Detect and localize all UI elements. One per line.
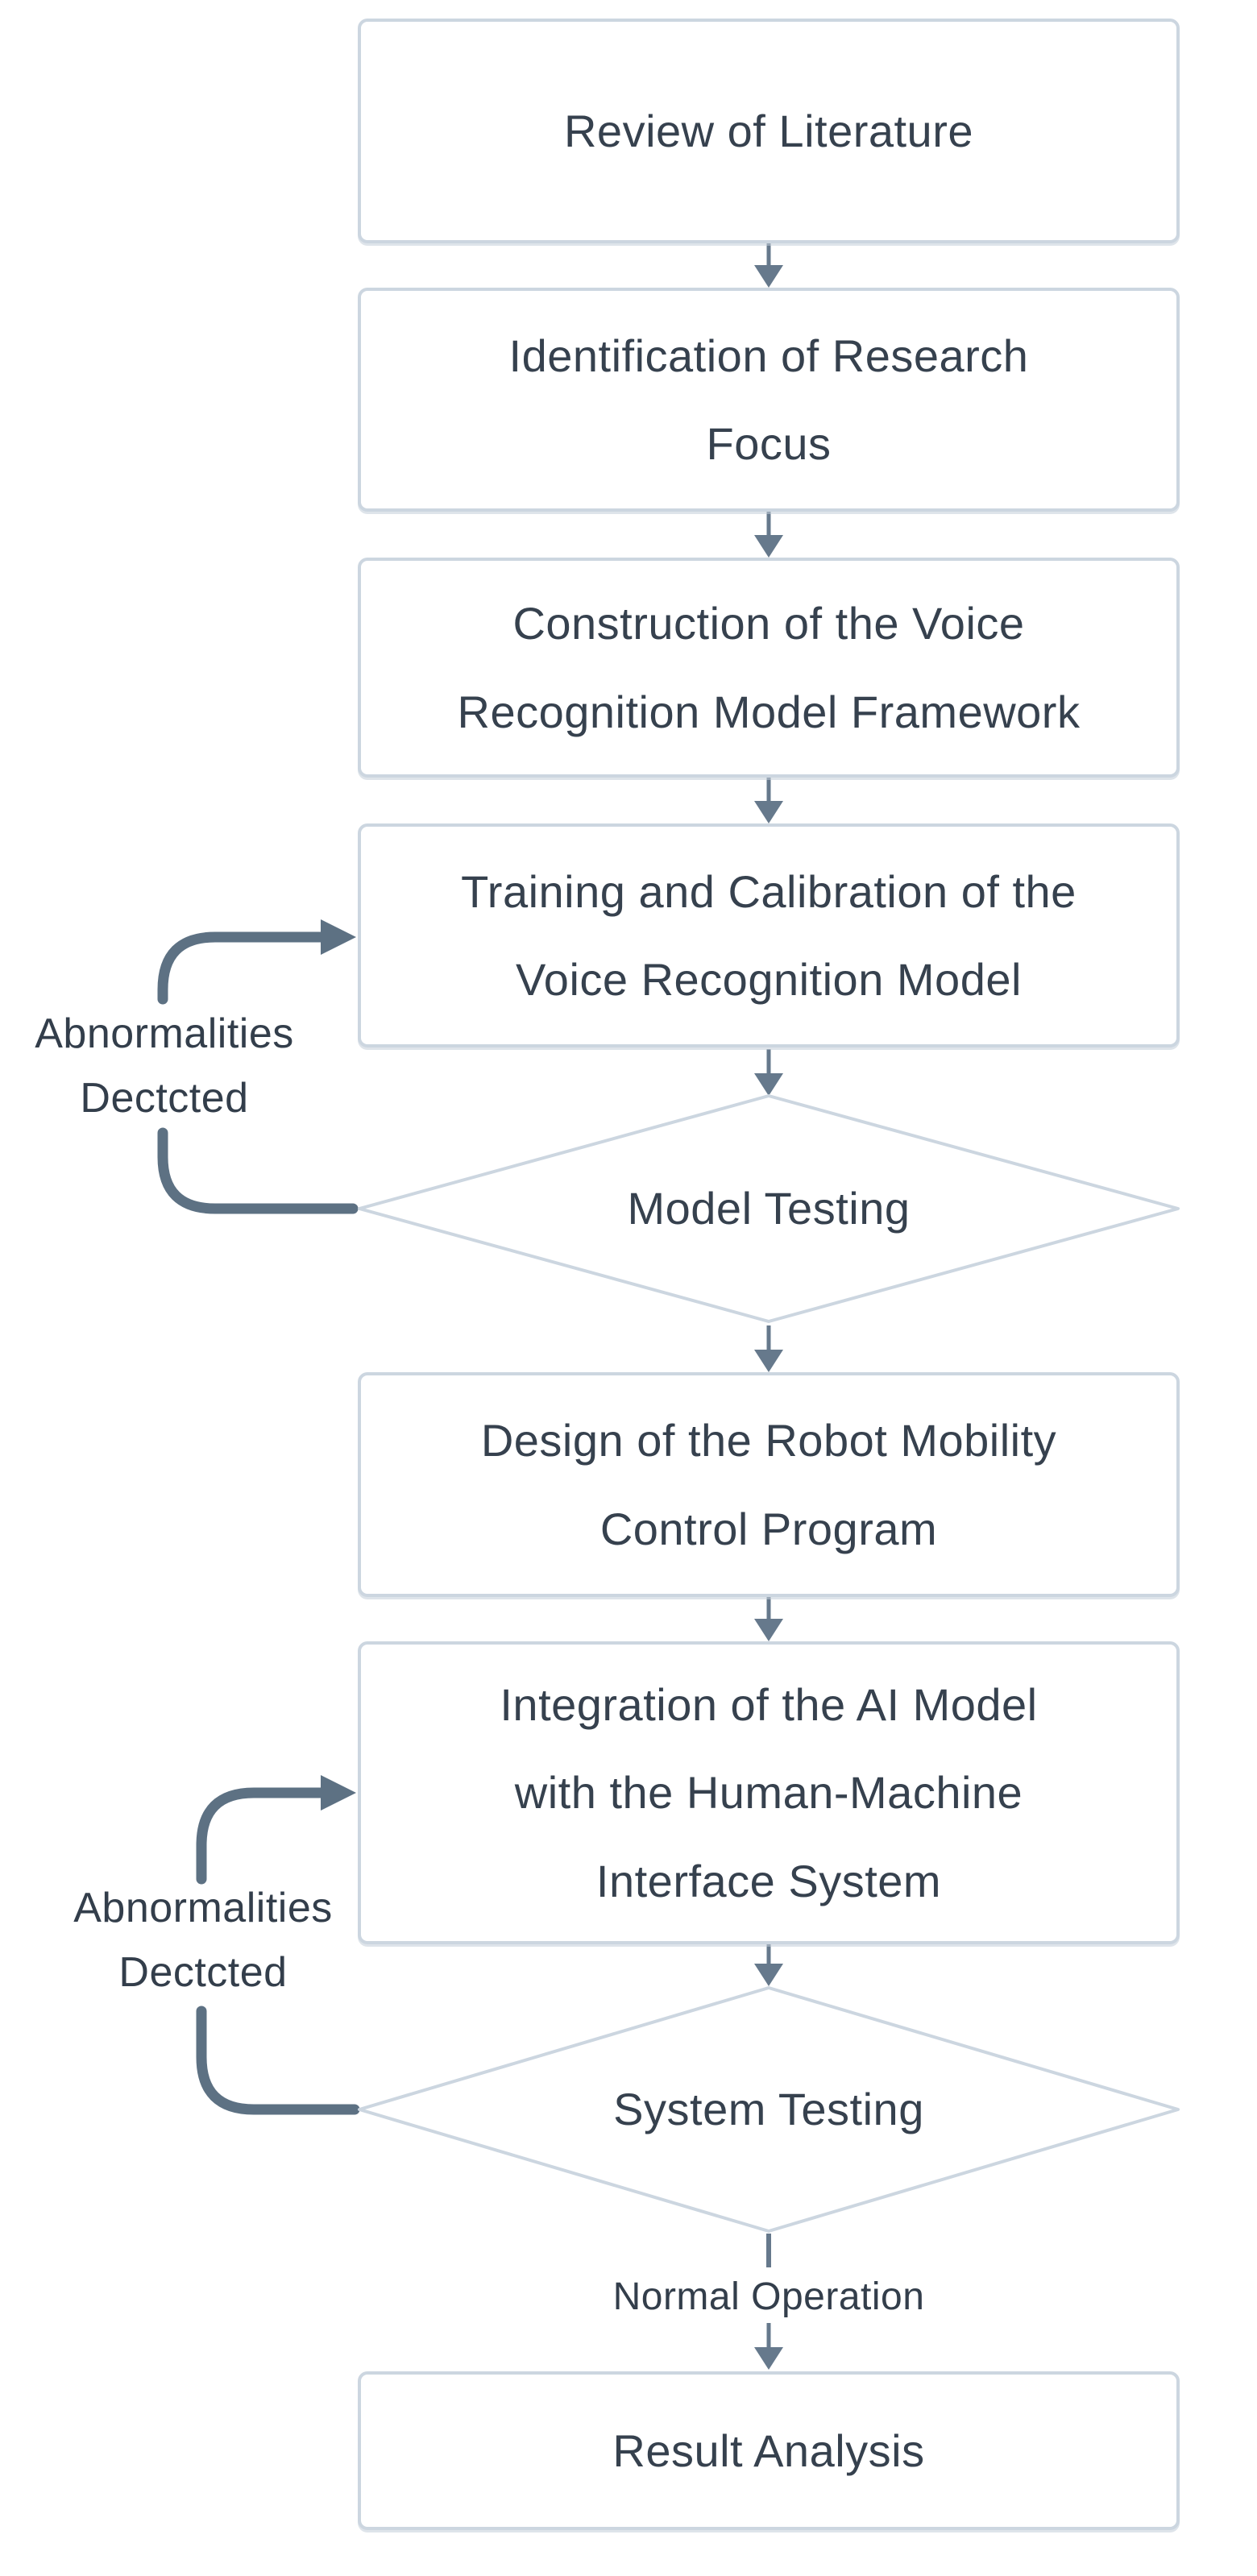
node-label: Design of the Robot Mobility Control Pro… [480,1415,1057,1554]
flow-arrow-icon [754,1325,783,1372]
loop2-top-segment [196,1787,326,1885]
diamond-shape [358,1986,1180,2233]
node-integration-ai-hmi-system: Integration of the AI Model with the Hum… [358,1641,1180,1944]
diamond-shape [358,1094,1180,1323]
flow-arrow-icon [754,511,783,558]
edge-label-normal-operation: Normal Operation [612,2275,925,2318]
flow-arrow-icon [754,1049,783,1096]
node-label: Model Testing [627,1183,911,1234]
node-label: System Testing [613,2084,924,2135]
node-label: Construction of the Voice Recognition Mo… [457,598,1081,737]
node-system-testing: System Testing [358,1986,1180,2233]
node-label: Result Analysis [612,2425,925,2476]
node-training-calibration-voice-model: Training and Calibration of the Voice Re… [358,823,1180,1047]
loop1-arrowhead-icon [321,919,356,955]
node-review-of-literature: Review of Literature [358,19,1180,243]
loop1-top-segment [157,931,326,1005]
flow-arrow-icon [754,777,783,823]
flow-arrow-icon [754,241,783,288]
node-design-robot-mobility-program: Design of the Robot Mobility Control Pro… [358,1372,1180,1597]
node-label: Review of Literature [563,105,973,156]
flow-arrow-icon [754,1595,783,1641]
node-label: Identification of Research Focus [508,330,1029,469]
loop2-bottom-segment [196,2006,360,2115]
node-model-testing: Model Testing [358,1094,1180,1323]
node-label: Integration of the AI Model with the Hum… [500,1679,1038,1906]
node-construction-voice-recognition-framework: Construction of the Voice Recognition Mo… [358,558,1180,778]
node-result-analysis: Result Analysis [358,2371,1180,2530]
loop1-bottom-segment [157,1127,359,1214]
edge-label-abnormalities-detected-1: Abnormalities Dectcted [35,1010,294,1122]
node-label: Training and Calibration of the Voice Re… [461,865,1077,1005]
flow-arrow-icon [754,2323,783,2370]
edge-label-abnormalities-detected-2: Abnormalities Dectcted [73,1885,333,1996]
node-identification-of-research-focus: Identification of Research Focus [358,288,1180,512]
loop2-arrowhead-icon [321,1775,356,1811]
flow-arrow-icon [754,1939,783,1986]
